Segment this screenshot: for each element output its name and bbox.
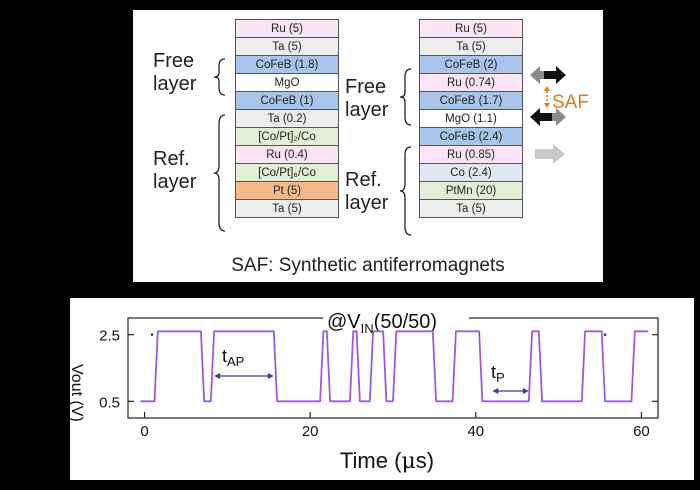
right-stack-layer: CoFeB (2.4)	[419, 127, 523, 146]
annotation-t-p-arrow-head	[492, 388, 499, 394]
y-axis-label: Vout (V)	[70, 364, 85, 422]
left-stack-layer: [Co/Pt]₆/Co	[235, 163, 339, 182]
x-tick-label: 0	[140, 423, 148, 440]
magnetization-arrow-top-icon	[530, 66, 566, 84]
left-stack-layer: MgO	[235, 73, 339, 92]
left-ref-brace	[213, 114, 226, 232]
right-ref-layer-label: Ref. layer	[345, 169, 389, 214]
x-tick-label: 60	[633, 423, 650, 440]
right-stack-layer: CoFeB (2)	[419, 55, 523, 74]
magnetization-arrow-mid-icon	[530, 108, 566, 126]
left-stack-layer: Ta (5)	[235, 37, 339, 56]
right-ref-brace	[399, 146, 412, 236]
x-tick-label: 20	[302, 423, 319, 440]
saf-caption: SAF: Synthetic antiferromagnets	[231, 255, 505, 276]
annotation-t-p-arrow-head	[522, 388, 529, 394]
svg-text:@VIN(50/50): @VIN(50/50)	[327, 311, 437, 336]
left-free-brace	[213, 58, 226, 96]
saf-coupling-icon	[544, 86, 550, 108]
reference-dot	[603, 333, 607, 336]
right-stack-layer: Co (2.4)	[419, 163, 523, 182]
reference-dot	[150, 333, 154, 336]
x-tick-label: 40	[467, 423, 484, 440]
left-stack-layer: Ta (5)	[235, 199, 339, 218]
y-tick-label: 0.5	[99, 394, 120, 411]
annotation-t-ap: tAP	[222, 346, 244, 369]
left-stack-layer: Ru (0.4)	[235, 145, 339, 164]
right-stack-layer: MgO (1.1)	[419, 109, 523, 128]
annotation-t-ap-arrow-head	[214, 373, 221, 379]
vout-time-chart: @VIN(50/50) 0.5 2.5 0 20 40 60 Vout (V) tAP tP Ti…	[70, 298, 694, 480]
vout-time-plot: @VIN(50/50) 0.5 2.5 0 20 40 60 Vout (V) tAP tP	[70, 308, 659, 440]
right-stack-layer: Ta (5)	[419, 37, 523, 56]
right-layer-stack: Ru (5)Ta (5)CoFeB (2)Ru (0.74)CoFeB (1.7…	[419, 19, 523, 218]
right-stack-layer: CoFeB (1.7)	[419, 91, 523, 110]
saf-marker: SAF	[552, 92, 589, 113]
vout-series-line	[140, 330, 649, 403]
chart-title: @VIN(50/50)	[323, 308, 469, 336]
left-stack-layer: Ru (5)	[235, 19, 339, 38]
left-stack-layer: Ta (0.2)	[235, 109, 339, 128]
right-stack-layer: Ru (5)	[419, 19, 523, 38]
right-stack-layer: PtMn (20)	[419, 181, 523, 200]
annotation-t-p: tP	[491, 362, 505, 385]
left-free-layer-label: Free layer	[153, 50, 197, 95]
plot-frame	[127, 317, 659, 419]
right-stack-layer: Ru (0.85)	[419, 145, 523, 164]
left-ref-layer-label: Ref. layer	[153, 148, 197, 193]
annotation-t-ap-arrow-head	[267, 373, 274, 379]
left-stack-layer: CoFeB (1.8)	[235, 55, 339, 74]
left-stack-layer: CoFeB (1)	[235, 91, 339, 110]
left-stack-layer: Pt (5)	[235, 181, 339, 200]
right-free-brace	[399, 68, 412, 126]
x-axis-label: Time (μs)	[339, 448, 435, 474]
reference-arrow-icon	[535, 144, 565, 164]
left-stack-layer: [Co/Pt]₂/Co	[235, 127, 339, 146]
right-stack-layer: Ru (0.74)	[419, 73, 523, 92]
y-tick-label: 2.5	[99, 328, 120, 345]
right-stack-layer: Ta (5)	[419, 199, 523, 218]
right-free-layer-label: Free layer	[345, 76, 389, 121]
